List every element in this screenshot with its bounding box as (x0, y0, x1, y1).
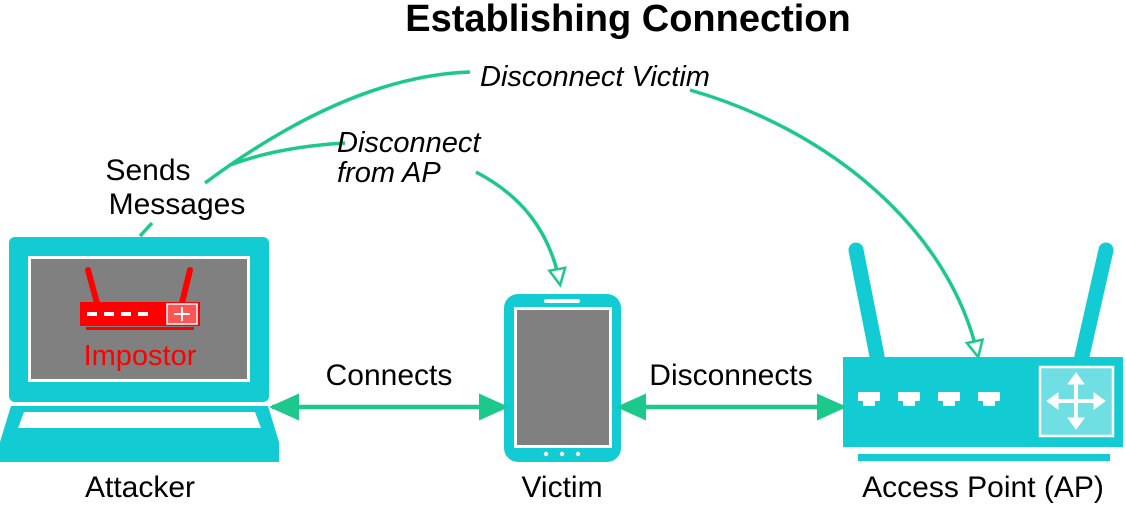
ap-antenna-right (1074, 242, 1114, 364)
disconnect-victim-label: Disconnect Victim (480, 61, 710, 93)
access-point-label: Access Point (AP) (862, 471, 1104, 504)
disconnect-from-ap-label-line1: Disconnect (337, 127, 482, 159)
connects-label: Connects (326, 359, 453, 392)
impostor-router-icon (80, 267, 200, 330)
victim-label: Victim (521, 471, 602, 504)
ap-antenna-left (848, 242, 885, 364)
attacker-message-stub (138, 221, 154, 238)
ap-stand (858, 454, 1110, 461)
victim-phone (504, 294, 621, 462)
phone-speaker (544, 299, 580, 303)
sends-messages-label-line2: Messages (109, 188, 246, 221)
diagram-title: Establishing Connection (405, 0, 850, 40)
access-point-router (843, 242, 1123, 461)
laptop-keyboard (18, 412, 261, 428)
ap-switch-arrows-icon (1046, 372, 1106, 430)
attacker-label: Attacker (85, 471, 195, 504)
phone-screen (517, 310, 609, 445)
curve-to-disconnect-victim (203, 70, 471, 185)
disconnect-from-ap-label-line2: from AP (337, 157, 441, 189)
ap-ports (858, 392, 1000, 406)
arrow-to-victim (475, 170, 560, 284)
laptop-base-front (0, 442, 279, 462)
disconnects-label: Disconnects (649, 359, 812, 392)
sends-messages-label-line1: Sends (105, 154, 190, 187)
attacker-laptop: Impostor (0, 237, 279, 462)
curve-to-disconnect-from-ap (229, 141, 346, 167)
impostor-label: Impostor (84, 340, 197, 372)
arrow-to-access-point (689, 88, 978, 356)
